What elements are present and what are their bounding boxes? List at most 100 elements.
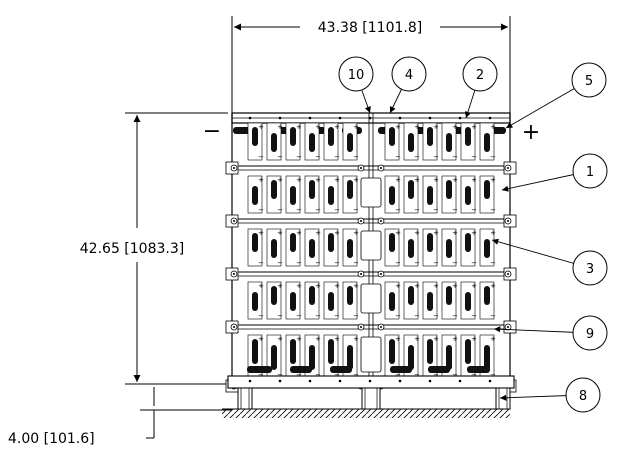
cell-busbar	[427, 233, 433, 252]
bottom-connector	[428, 366, 450, 373]
cell-busbar	[328, 233, 334, 252]
plate-dot	[488, 379, 492, 383]
terminal-mark-plus: +	[258, 335, 264, 343]
terminal-mark-plus: +	[258, 176, 264, 184]
cell-busbar	[252, 233, 258, 252]
terminal-mark-plus: +	[353, 282, 359, 290]
terminal-mark-plus: +	[277, 229, 283, 237]
height-dimension-label: 42.65 [1083.3]	[80, 241, 184, 257]
bolt-center	[233, 220, 235, 222]
cell-busbar	[465, 339, 471, 364]
bolt-center	[360, 220, 362, 222]
cell-busbar	[328, 127, 334, 146]
terminal-mark-minus: −	[258, 153, 264, 161]
cell-busbar	[328, 339, 334, 364]
callout-balloon	[572, 153, 608, 189]
terminal-mark-minus: −	[277, 371, 283, 379]
cell-busbar	[389, 186, 395, 205]
plate-dot	[248, 379, 252, 383]
terminal-mark-plus: +	[296, 123, 302, 131]
cell-busbar	[309, 133, 315, 152]
terminal-mark-plus: +	[258, 123, 264, 131]
terminal-mark-minus: −	[334, 371, 340, 379]
terminal-mark-minus: −	[452, 312, 458, 320]
cell-busbar	[484, 180, 490, 199]
terminal-mark-minus: −	[334, 153, 340, 161]
terminal-mark-plus: +	[471, 176, 477, 184]
plate-dot	[338, 116, 342, 120]
base-dimension: 4.00 [101.6]	[8, 383, 232, 447]
bolt-center	[380, 220, 382, 222]
terminal-mark-plus: +	[433, 123, 439, 131]
terminal-mark-plus: +	[433, 229, 439, 237]
terminal-mark-minus: −	[433, 371, 439, 379]
callout-2: 2	[462, 56, 498, 119]
terminal-mark-plus: +	[315, 335, 321, 343]
plate-dot	[428, 116, 432, 120]
terminal-mark-minus: −	[353, 312, 359, 320]
cell-busbar	[309, 239, 315, 258]
cell-busbar	[309, 345, 315, 370]
terminal-mark-minus: −	[490, 312, 496, 320]
callout-1: 1	[501, 153, 608, 192]
cell-busbar	[347, 286, 353, 305]
terminal-mark-minus: −	[414, 312, 420, 320]
terminal-mark-minus: −	[395, 371, 401, 379]
terminal-mark-plus: +	[353, 176, 359, 184]
terminal-mark-minus: −	[414, 371, 420, 379]
bolt-center	[233, 273, 235, 275]
terminal-mark-minus: −	[315, 259, 321, 267]
terminal-mark-plus: +	[452, 123, 458, 131]
cell-busbar	[347, 239, 353, 258]
callout-number: 9	[586, 327, 594, 342]
terminal-mark-plus: +	[490, 282, 496, 290]
plate-dot	[398, 379, 402, 383]
callout-number: 10	[348, 68, 365, 83]
terminal-mark-minus: −	[452, 206, 458, 214]
terminal-mark-minus: −	[258, 259, 264, 267]
callout-number: 4	[405, 68, 413, 83]
terminal-mark-plus: +	[433, 282, 439, 290]
terminal-mark-plus: +	[471, 282, 477, 290]
cell-busbar	[252, 339, 258, 364]
callout-balloon	[565, 377, 601, 413]
cell-busbar	[389, 292, 395, 311]
terminal-mark-minus: −	[471, 371, 477, 379]
callout-4: 4	[389, 56, 427, 114]
terminal-mark-minus: −	[433, 312, 439, 320]
bolt-center	[380, 273, 382, 275]
terminal-mark-plus: +	[490, 229, 496, 237]
height-dimension: 42.65 [1083.3]	[80, 112, 228, 385]
bottom-connector	[390, 366, 412, 373]
cell-busbar	[446, 133, 452, 152]
cell-busbar	[347, 180, 353, 199]
bolt-center	[360, 167, 362, 169]
terminal-mark-plus: +	[490, 123, 496, 131]
callout-balloon	[462, 56, 498, 92]
plate-dot	[428, 379, 432, 383]
base-dimension-label: 4.00 [101.6]	[8, 431, 95, 447]
bolt-center	[360, 326, 362, 328]
terminal-mark-plus: +	[296, 229, 302, 237]
cell-busbar	[427, 186, 433, 205]
plate-dot	[458, 379, 462, 383]
center-window	[360, 336, 382, 373]
plate-dot	[308, 116, 312, 120]
terminal-mark-minus: −	[395, 206, 401, 214]
terminal-mark-minus: −	[277, 206, 283, 214]
cell-busbar	[271, 286, 277, 305]
cell-busbar	[389, 339, 395, 364]
cell-busbar	[427, 127, 433, 146]
terminal-mark-minus: −	[296, 312, 302, 320]
cell-busbar	[408, 133, 414, 152]
plate-dot	[278, 379, 282, 383]
cell-busbar	[347, 133, 353, 152]
terminal-mark-minus: −	[353, 371, 359, 379]
plate-dot	[398, 116, 402, 120]
terminal-mark-plus: +	[258, 229, 264, 237]
terminal-mark-minus: −	[490, 153, 496, 161]
cell-busbar	[271, 133, 277, 152]
terminal-mark-minus: −	[490, 371, 496, 379]
terminal-mark-plus: +	[315, 282, 321, 290]
